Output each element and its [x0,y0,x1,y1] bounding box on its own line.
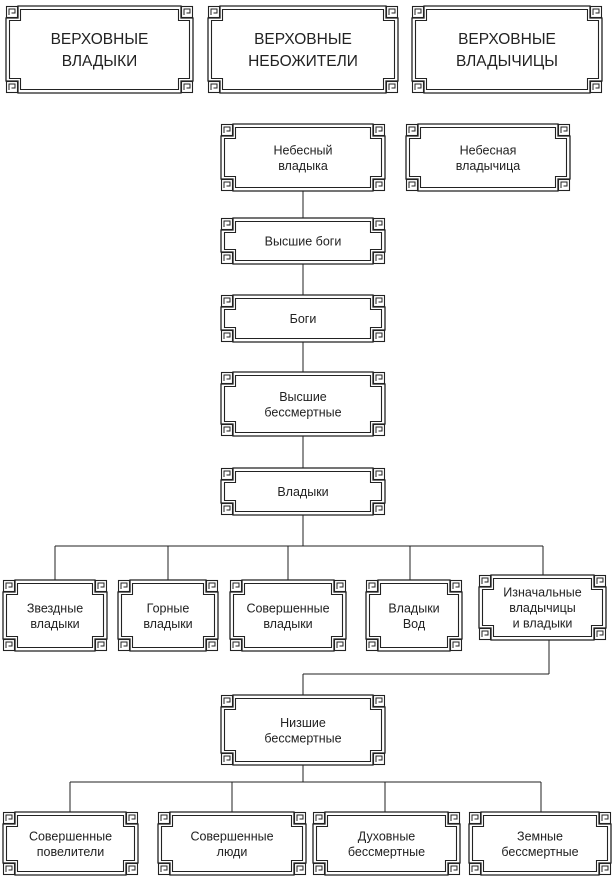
node-label-line: Вод [403,617,426,631]
node-label-line: повелители [37,845,104,859]
node-label-line: ВЕРХОВНЫЕ [51,31,149,48]
node-perfect-lords: Совершенные владыки [229,579,347,652]
node-earth-immortals: Земные бессмертные [468,811,612,876]
node-label-line: ВЕРХОВНЫЕ [458,31,556,48]
node-label-line: Высшие [279,390,327,404]
node-label-line: Боги [290,312,317,326]
node-label-line: владычица [456,159,521,173]
node-label-line: ВЛАДЫКИ [62,53,138,70]
node-label-line: Низшие [280,716,326,730]
node-top-celestials: ВЕРХОВНЫЕ НЕБОЖИТЕЛИ [207,5,399,94]
node-mountain-lords: Горные владыки [117,579,219,652]
node-label-line: владыка [278,159,328,173]
node-label-line: Изначальные [503,586,581,600]
node-label-line: бессмертные [501,845,578,859]
node-label-line: Горные [147,601,190,615]
node-label-line: и владыки [513,617,573,631]
node-label-line: ВЕРХОВНЫЕ [254,31,352,48]
node-label-line: Небесный [274,143,333,157]
node-label-line: Духовные [358,829,416,843]
node-label-line: бессмертные [348,845,425,859]
node-label-line: Земные [517,829,563,843]
node-gods: Боги [220,294,386,343]
node-label-line: Совершенные [29,829,112,843]
node-top-lords: ВЕРХОВНЫЕ ВЛАДЫКИ [5,5,194,94]
node-heavenly-lady: Небесная владычица [405,123,571,192]
node-star-lords: Звездные владыки [2,579,108,652]
node-label-line: Звездные [27,601,83,615]
node-label-line: Владыки [277,485,328,499]
node-label-line: Высшие боги [265,235,342,249]
node-lords: Владыки [220,467,386,516]
node-spirit-immortals: Духовные бессмертные [312,811,461,876]
node-label-line: бессмертные [264,731,341,745]
connector-lines [54,191,550,812]
node-label-line: владычицы [509,601,576,615]
node-label-line: владыки [143,617,192,631]
node-supreme-gods: Высшие боги [220,217,386,265]
node-label-line: Совершенные [190,829,273,843]
node-heavenly-lord: Небесный владыка [220,123,386,192]
node-top-ladies: ВЕРХОВНЫЕ ВЛАДЫЧИЦЫ [411,5,603,94]
node-perfect-people: Совершенные люди [157,811,307,876]
node-label-line: Совершенные [246,601,329,615]
node-label-line: бессмертные [264,405,341,419]
node-perfect-rulers: Совершенные повелители [2,811,139,876]
node-label-line: Небесная [460,143,517,157]
node-label-line: владыки [263,617,312,631]
node-label-line: ВЛАДЫЧИЦЫ [456,53,558,70]
node-label-line: люди [217,845,248,859]
node-label-line: НЕБОЖИТЕЛИ [248,53,358,70]
node-label-line: Владыки [388,601,439,615]
node-label-line: владыки [30,617,79,631]
